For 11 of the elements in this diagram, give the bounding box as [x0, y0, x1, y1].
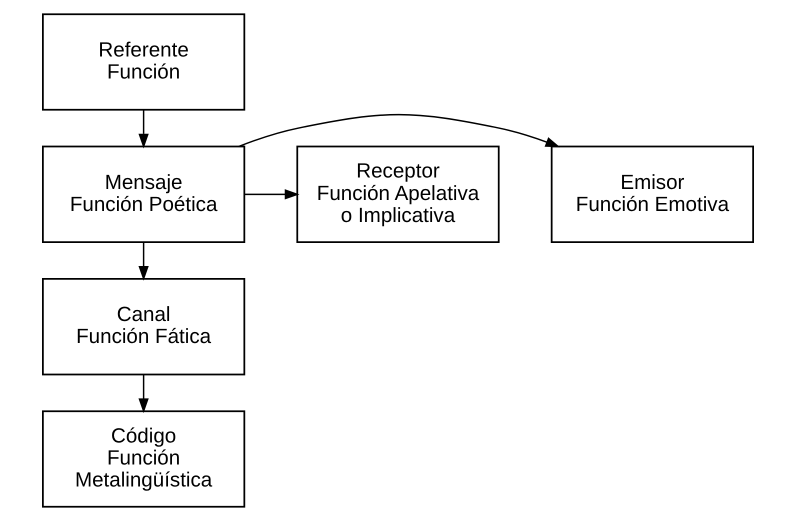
arrow [138, 242, 148, 281]
arrow [238, 114, 560, 148]
node-box: Emisor Función Emotiva [550, 146, 754, 243]
node-box: Mensaje Función Poética [42, 146, 245, 243]
node-box: Código Función Metalingüística [42, 410, 245, 508]
arrow [138, 110, 148, 148]
arrow [138, 374, 148, 414]
node-box: Canal Función Fática [42, 278, 245, 376]
node-box: Receptor Función Apelativa o Implicativa [296, 146, 500, 243]
node-box: Referente Función [42, 13, 245, 111]
arrow [244, 189, 299, 200]
